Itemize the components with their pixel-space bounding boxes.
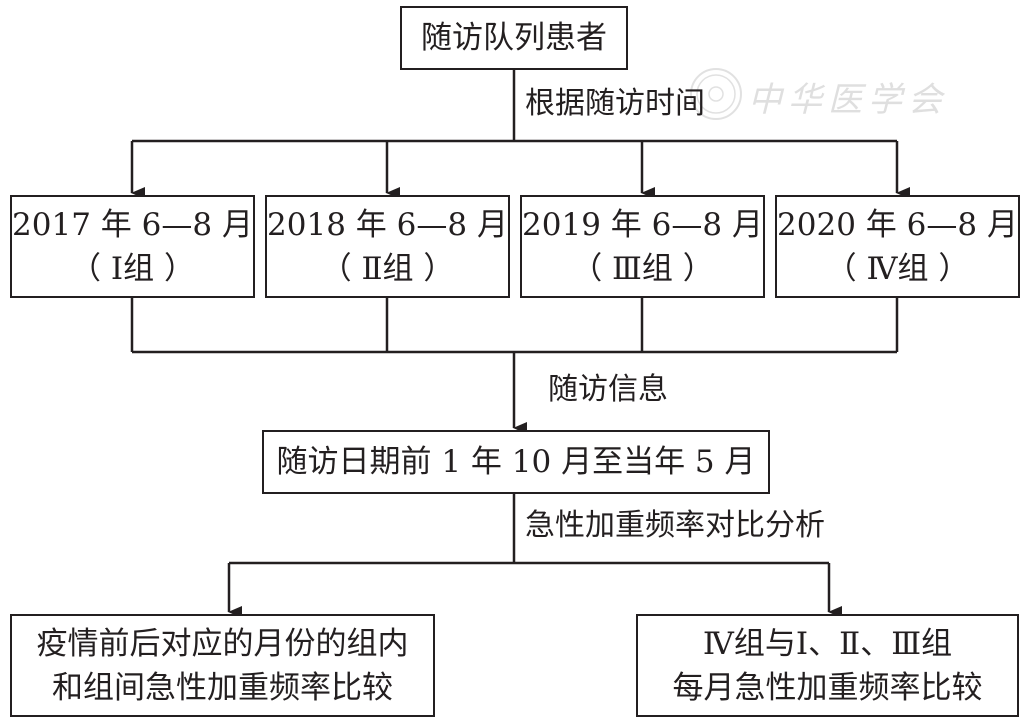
- group-2-name: （ Ⅱ组 ）: [320, 250, 455, 287]
- top-box-cohort: 随访队列患者: [400, 6, 628, 70]
- label-split-by-time: 根据随访时间: [525, 86, 705, 121]
- group-4-name: （ Ⅳ组 ）: [825, 250, 970, 287]
- group-box-3: 2019 年 6—8 月 （ Ⅲ组 ）: [520, 195, 765, 298]
- group-box-4: 2020 年 6—8 月 （ Ⅳ组 ）: [775, 195, 1020, 298]
- bottom-right-box: Ⅳ组与Ⅰ、Ⅱ、Ⅲ组 每月急性加重频率比较: [636, 614, 1019, 717]
- bottom-right-line-2: 每月急性加重频率比较: [672, 669, 983, 706]
- group-4-period: 2020 年 6—8 月: [777, 206, 1018, 243]
- group-box-2: 2018 年 6—8 月 （ Ⅱ组 ）: [265, 195, 510, 298]
- middle-box-text: 随访日期前 1 年 10 月至当年 5 月: [276, 444, 756, 480]
- seal-icon: [690, 68, 742, 120]
- label-follow-up-info: 随访信息: [548, 372, 668, 407]
- group-2-period: 2018 年 6—8 月: [267, 206, 508, 243]
- group-1-name: （ Ⅰ组 ）: [70, 250, 195, 287]
- top-box-text: 随访队列患者: [421, 20, 607, 56]
- middle-box-date-range: 随访日期前 1 年 10 月至当年 5 月: [262, 430, 770, 494]
- group-3-name: （ Ⅲ组 ）: [571, 250, 714, 287]
- bottom-left-line-1: 疫情前后对应的月份的组内: [36, 625, 409, 662]
- watermark-text: 中华医学会: [748, 80, 948, 120]
- group-3-period: 2019 年 6—8 月: [522, 206, 763, 243]
- bottom-right-line-1: Ⅳ组与Ⅰ、Ⅱ、Ⅲ组: [702, 625, 953, 662]
- bottom-left-box: 疫情前后对应的月份的组内 和组间急性加重频率比较: [10, 614, 435, 717]
- bottom-left-line-2: 和组间急性加重频率比较: [52, 669, 393, 706]
- watermark: 中华医学会: [686, 64, 976, 124]
- group-box-1: 2017 年 6—8 月 （ Ⅰ组 ）: [10, 195, 255, 298]
- label-analysis: 急性加重频率对比分析: [525, 508, 825, 543]
- group-1-period: 2017 年 6—8 月: [12, 206, 253, 243]
